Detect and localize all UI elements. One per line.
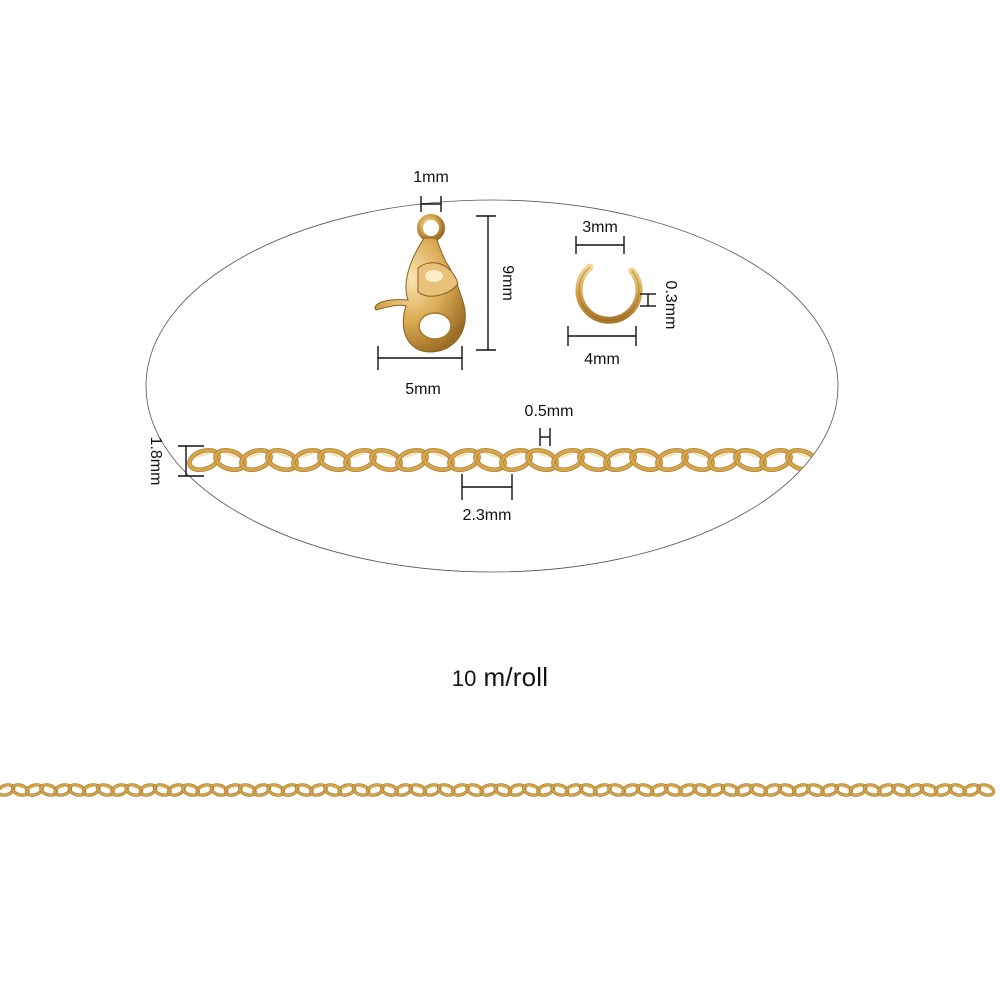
chain-link — [507, 783, 527, 797]
chain-link — [213, 447, 247, 473]
jump-ring-icon — [575, 263, 643, 324]
chain-link — [525, 447, 559, 473]
chain-link — [369, 447, 403, 473]
ring-inner-diameter-label: 3mm — [582, 219, 618, 236]
clasp-height-label: 9mm — [499, 265, 516, 301]
chain-link — [265, 447, 299, 473]
chain-link — [577, 447, 611, 473]
chain-link — [759, 447, 793, 473]
chain-link — [681, 447, 715, 473]
curb-chain-icon — [0, 783, 996, 797]
chain-link — [473, 447, 507, 473]
chain-link — [343, 447, 377, 473]
roll-length-caption: 10 m/roll — [0, 662, 1000, 693]
chain-link — [499, 447, 533, 473]
chain-link-length-label: 2.3mm — [463, 507, 512, 524]
chain-link — [447, 447, 481, 473]
clasp-loop-width-label: 1mm — [413, 169, 449, 186]
roll-length-number: 10 — [451, 666, 477, 691]
chain-link — [733, 447, 767, 473]
curb-chain-icon — [187, 447, 819, 473]
chain-link — [655, 447, 689, 473]
chain-link — [603, 447, 637, 473]
chain-link — [239, 447, 273, 473]
chain-link — [187, 447, 221, 473]
clasp-width-label: 5mm — [405, 381, 441, 398]
chain-wire-thickness-label: 0.5mm — [525, 403, 574, 420]
chain-link — [976, 783, 996, 797]
chain-link — [291, 447, 325, 473]
detail-ellipse — [145, 199, 839, 573]
chain-link — [395, 447, 429, 473]
chain-link — [317, 447, 351, 473]
ring-outer-diameter-label: 4mm — [584, 351, 620, 368]
roll-length-unit: m/roll — [483, 662, 549, 692]
chain-width-label: 1.8mm — [147, 437, 164, 486]
lobster-clasp-icon — [374, 214, 466, 353]
chain-link — [707, 447, 741, 473]
chain-link — [629, 447, 663, 473]
dimension-lines — [178, 196, 656, 500]
chain-link — [551, 447, 585, 473]
chain-link — [421, 447, 455, 473]
ring-thickness-label: 0.3mm — [662, 281, 679, 330]
